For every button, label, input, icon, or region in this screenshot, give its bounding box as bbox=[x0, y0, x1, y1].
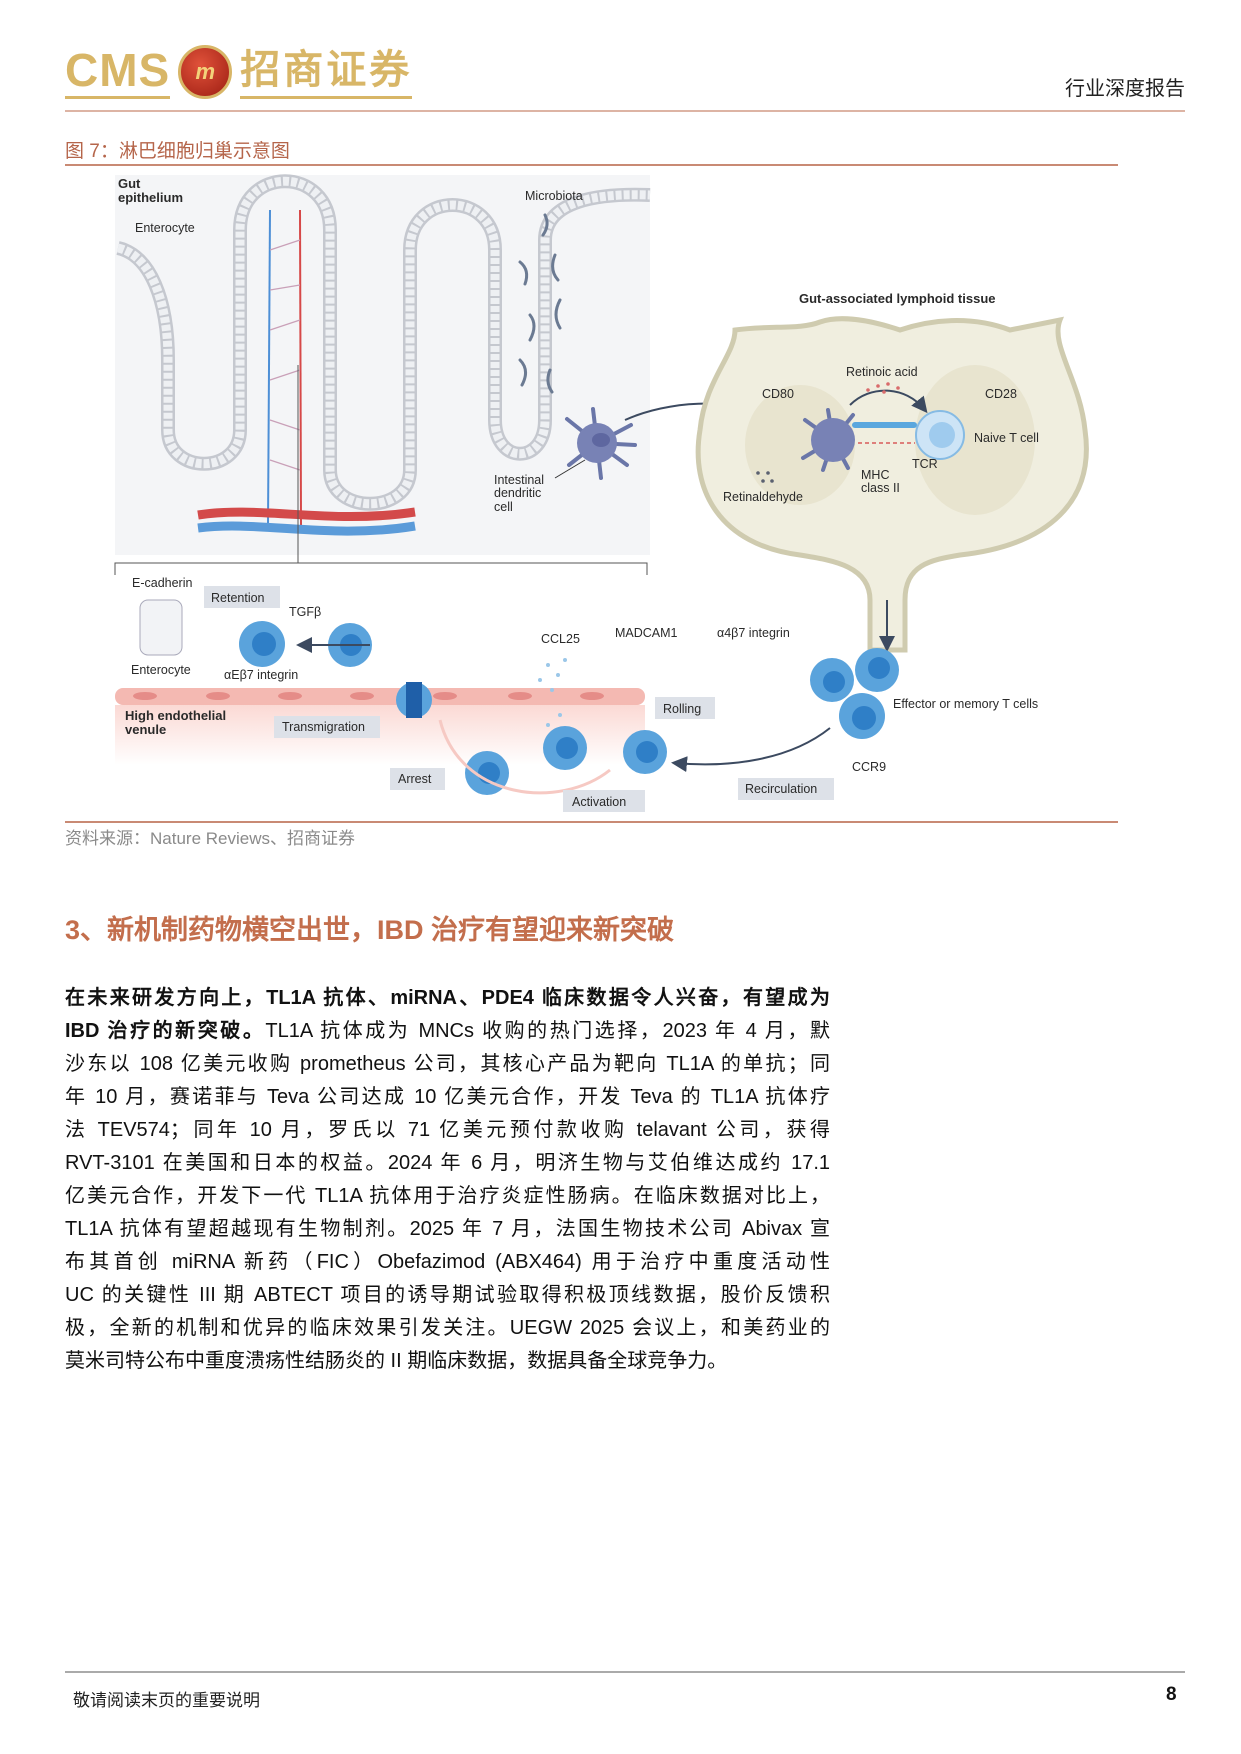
figure-title-divider bbox=[65, 164, 1118, 166]
artery bbox=[197, 507, 416, 522]
label-a4b7-integrin: α4β7 integrin bbox=[717, 626, 790, 640]
label-gut-epithelium-2: epithelium bbox=[118, 190, 183, 205]
source-divider bbox=[65, 821, 1118, 823]
ccl25-dots bbox=[538, 658, 567, 727]
body-paragraph: 在未来研发方向上，TL1A 抗体、miRNA、PDE4 临床数据令人兴奋，有望成… bbox=[65, 982, 830, 1378]
footer-divider bbox=[65, 1671, 1185, 1673]
body-line-2: TL1A 抗体成为 MNCs 收购的热门选择，2023 年 4 月，默 bbox=[265, 1020, 830, 1042]
body-line: 年 10 月，赛诺菲与 Teva 公司达成 10 亿美元合作，开发 Teva 的… bbox=[65, 1086, 830, 1108]
label-tgfb: TGFβ bbox=[289, 605, 321, 619]
homing-cycle-arrow bbox=[438, 719, 611, 795]
dc-in-galt-icon bbox=[801, 408, 855, 472]
label-e-cadherin: E-cadherin bbox=[132, 576, 192, 590]
enterocyte-row bbox=[116, 176, 651, 509]
label-aeb7-integrin: αEβ7 integrin bbox=[224, 668, 298, 682]
activation-arrow bbox=[849, 389, 928, 414]
company-logo: CMS m 招商证券 bbox=[65, 44, 413, 99]
enterocyte-cell-icon bbox=[139, 599, 183, 656]
zoom-bracket bbox=[114, 365, 648, 575]
body-line: 法 TEV574；同年 10 月，罗氏以 71 亿美元预付款收购 telavan… bbox=[65, 1119, 830, 1141]
capillary-venous bbox=[267, 209, 271, 526]
page-number: 8 bbox=[1166, 1684, 1177, 1705]
label-cd28: CD28 bbox=[985, 387, 1017, 401]
label-dendritic-cell-2: dendritic bbox=[494, 486, 541, 500]
retinoic-acid-dots bbox=[866, 382, 900, 394]
lead-sentence-line2: IBD 治疗的新突破。 bbox=[65, 1020, 266, 1042]
label-retinoic-acid: Retinoic acid bbox=[846, 365, 918, 379]
section-heading: 3、新机制药物横空出世，IBD 治疗有望迎来新突破 bbox=[65, 915, 675, 945]
body-line: 布其首创 miRNA 新药（FIC）Obefazimod (ABX464) 用于… bbox=[65, 1251, 830, 1273]
label-naive-t-cell: Naive T cell bbox=[974, 431, 1039, 445]
label-hev: High endothelial bbox=[125, 708, 226, 723]
label-activation: Activation bbox=[572, 795, 626, 809]
logo-text: CMS bbox=[65, 44, 171, 99]
label-recirculation: Recirculation bbox=[745, 782, 817, 796]
label-mhc-class: class II bbox=[861, 481, 900, 495]
label-enterocyte-top: Enterocyte bbox=[135, 221, 195, 235]
body-line: TL1A 抗体有望超越现有生物制剂。2025 年 7 月，法国生物技术公司 Ab… bbox=[65, 1218, 830, 1240]
label-dendritic-cell-1: Intestinal bbox=[494, 473, 544, 487]
dendritic-cell-icon bbox=[565, 407, 637, 480]
endothelium-band bbox=[115, 688, 645, 705]
label-ccr9: CCR9 bbox=[852, 760, 886, 774]
body-line: 莫米司特公布中重度溃疡性结肠炎的 II 期临床数据，数据具备全球竞争力。 bbox=[65, 1350, 728, 1372]
label-enterocyte-bottom: Enterocyte bbox=[131, 663, 191, 677]
label-transmigration: Transmigration bbox=[282, 720, 365, 734]
label-gut-epithelium: Gut bbox=[118, 176, 141, 191]
label-arrest: Arrest bbox=[398, 772, 432, 786]
label-microbiota: Microbiota bbox=[525, 189, 583, 203]
lymphocyte-homing-diagram: Gut epithelium Enterocyte Microbiota Int… bbox=[114, 174, 1089, 812]
microbiota-icons bbox=[518, 213, 562, 394]
capillary-network bbox=[269, 239, 301, 471]
label-tcr: TCR bbox=[912, 457, 938, 471]
label-cd80: CD80 bbox=[762, 387, 794, 401]
body-line: 亿美元合作，开发下一代 TL1A 抗体用于治疗炎症性肠病。在临床数据对比上， bbox=[65, 1185, 830, 1207]
logo-emblem-icon: m bbox=[178, 44, 233, 99]
body-line: 沙东以 108 亿美元收购 prometheus 公司，其核心产品为靶向 TL1… bbox=[65, 1053, 830, 1075]
logo-cn-text: 招商证券 bbox=[240, 44, 413, 99]
footer-notice: 敬请阅读末页的重要说明 bbox=[73, 1691, 260, 1710]
vein bbox=[197, 521, 416, 536]
capillary-arterial bbox=[299, 209, 302, 526]
body-line: 极，全新的机制和优异的临床效果引发关注。UEGW 2025 会议上，和美药业的 bbox=[65, 1317, 830, 1339]
label-dendritic-cell-3: cell bbox=[494, 500, 513, 514]
label-retinaldehyde: Retinaldehyde bbox=[723, 490, 803, 504]
label-effector-t-cells: Effector or memory T cells bbox=[893, 697, 1038, 711]
gut-lumen-background bbox=[115, 175, 650, 555]
lead-sentence-line1: 在未来研发方向上，TL1A 抗体、miRNA、PDE4 临床数据令人兴奋，有望成… bbox=[65, 987, 830, 1009]
label-retention: Retention bbox=[211, 591, 265, 605]
retinaldehyde-dots bbox=[756, 471, 774, 483]
report-type: 行业深度报告 bbox=[1065, 78, 1185, 100]
label-ccl25: CCL25 bbox=[541, 632, 580, 646]
label-madcam1: MADCAM1 bbox=[615, 626, 678, 640]
cd80-cd28-bond bbox=[852, 422, 917, 428]
body-line: RVT-3101 在美国和日本的权益。2024 年 6 月，明济生物与艾伯维达成… bbox=[65, 1152, 830, 1174]
step-label-boxes bbox=[204, 586, 834, 812]
label-hev-2: venule bbox=[125, 722, 166, 737]
body-line: UC 的关键性 III 期 ABTECT 项目的诱导期试验取得积极顶线数据，股价… bbox=[65, 1284, 830, 1306]
recirculation-arrow bbox=[671, 727, 831, 773]
label-galt: Gut-associated lymphoid tissue bbox=[799, 291, 996, 306]
endothelial-nuclei bbox=[133, 692, 604, 700]
label-mhc: MHC bbox=[861, 468, 889, 482]
figure-source: 资料来源：Nature Reviews、招商证券 bbox=[65, 829, 355, 848]
label-rolling: Rolling bbox=[663, 702, 701, 716]
header-divider bbox=[65, 110, 1185, 112]
figure-title: 图 7：淋巴细胞归巢示意图 bbox=[65, 141, 290, 162]
